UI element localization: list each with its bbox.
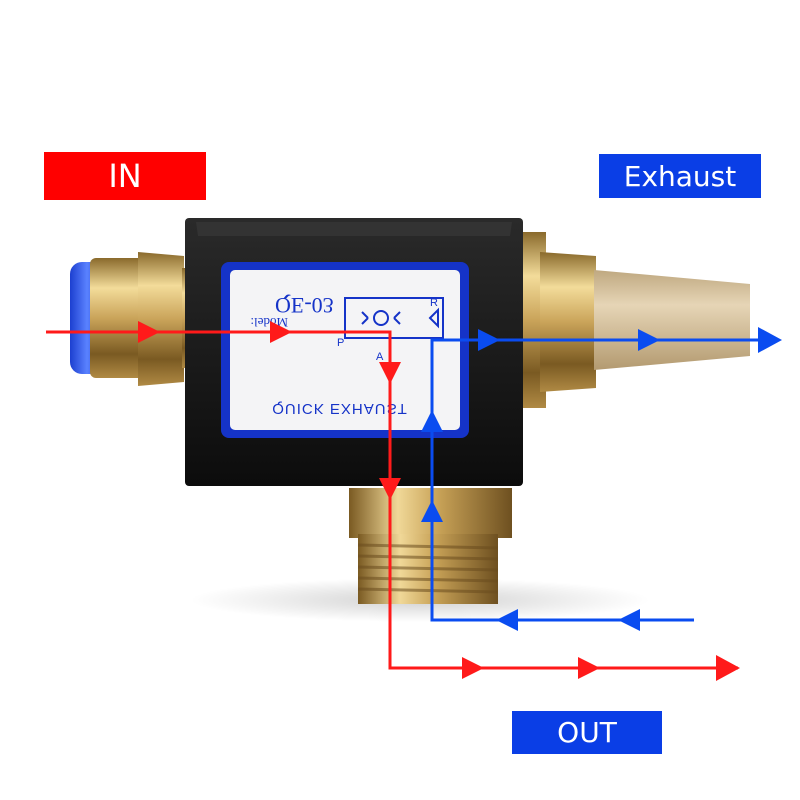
port-p-label: P: [337, 337, 344, 349]
plate-product-name: QUICK EXHAUST: [272, 400, 408, 417]
in-label: IN: [44, 152, 206, 200]
plate-model-code: QE-03: [275, 293, 334, 318]
red-flow-arrow-icon: [138, 321, 740, 681]
port-r-label: R: [430, 297, 438, 309]
blue-flow-arrow-icon: [421, 327, 782, 631]
label-plate: [221, 262, 469, 438]
exhaust-silencer: [516, 232, 750, 408]
port-a-label: A: [376, 351, 384, 363]
out-label: OUT: [512, 711, 662, 754]
exhaust-flow-path: [430, 338, 760, 622]
exhaust-label: Exhaust: [599, 154, 761, 198]
in-port-fitting: [70, 252, 198, 386]
